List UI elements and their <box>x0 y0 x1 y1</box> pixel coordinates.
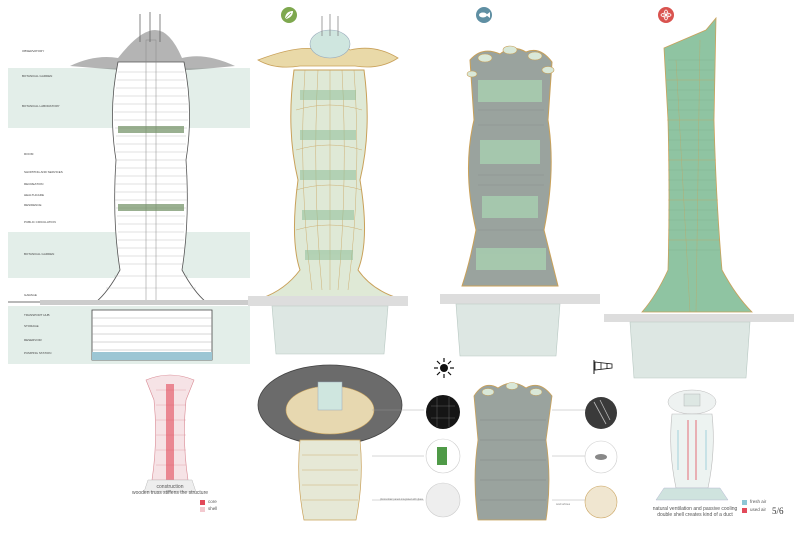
legend-used: used air <box>750 507 767 512</box>
legend-core-swatch <box>200 500 205 505</box>
sun-icon <box>434 358 454 378</box>
atom-icon <box>658 7 674 23</box>
section-label: STORAGE <box>24 324 39 328</box>
section-label: BOTANICAL GARDEN <box>24 252 55 256</box>
legend-core: core <box>208 499 217 504</box>
construction-title: construction <box>156 484 184 490</box>
section-label: RECREATION <box>24 182 44 186</box>
legend-used-swatch <box>742 508 747 513</box>
section-label: HEALTHCARE <box>24 193 44 197</box>
section-label: RESIDENCE <box>24 203 42 207</box>
section-label: BOTANICAL GARDEN <box>22 74 53 78</box>
legend-fresh-swatch <box>742 500 747 505</box>
wind-note: wind turbines <box>556 503 571 506</box>
ventilation-subtitle: double shell creates kind of a duct <box>657 512 733 518</box>
section-label: ROOM <box>24 152 34 156</box>
leaf-icon <box>281 7 297 23</box>
windsock-icon <box>593 360 613 374</box>
legend-shell-swatch <box>200 507 205 512</box>
section-label: TRANSPORT HUB <box>24 313 50 317</box>
section-label: PUMPING STATION <box>24 351 52 355</box>
section-label: OBSERVATORY <box>22 49 45 53</box>
section-label: RESERVOIR <box>24 338 42 342</box>
legend-fresh: fresh air <box>750 499 767 504</box>
section-label: SHOPPING AND SERVICES <box>24 170 63 174</box>
solar-note: photovoltaic panels integrated with glas… <box>380 498 423 501</box>
construction-subtitle: wooden truss stiffens the structure <box>131 490 209 496</box>
ventilation-title: natural ventilation and passive cooling <box>652 506 738 512</box>
legend-shell: shell <box>208 506 218 511</box>
section-label: PUBLIC CIRCULATION <box>24 220 56 224</box>
section-label: GARAGE <box>24 293 37 297</box>
section-label: BOTANICAL LABORATORY <box>22 104 60 108</box>
fish-icon <box>476 7 492 23</box>
page-number: 5/6 <box>772 506 784 516</box>
